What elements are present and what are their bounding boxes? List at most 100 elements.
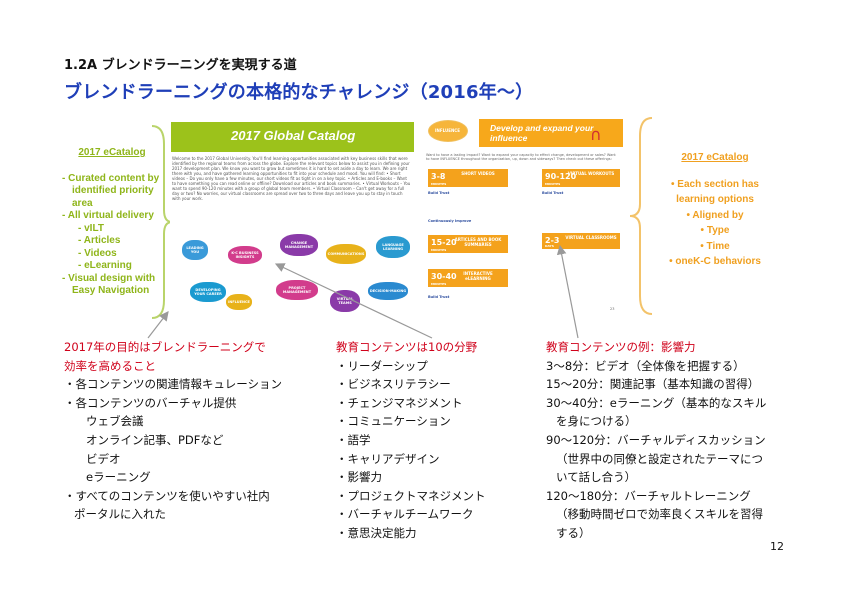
influence-note: Build Trust — [428, 295, 450, 299]
magnet-icon: ∩ — [590, 125, 602, 144]
left-callout-item: - All virtual delivery — [62, 210, 154, 221]
field-item: ・リーダーシップ — [336, 358, 428, 373]
page-title: ブレンドラーニングの本格的なチャレンジ（2016年〜） — [64, 82, 534, 103]
example-line: する） — [556, 525, 591, 540]
format-box: 3-8 SHORT VIDEOS MINUTES — [428, 169, 508, 187]
goal-line: ・すべてのコンテンツを使いやすい社内 — [64, 488, 270, 503]
example-line: 90〜120分：バーチャルディスカッション — [546, 432, 766, 447]
example-list: 3〜8分：ビデオ（全体像を把握する） 15〜20分：関連記事（基本知識の習得） 30… — [546, 357, 766, 543]
example-line: 30〜40分：eラーニング（基本的なスキル — [546, 395, 767, 410]
example-line: （世界中の同僚と設定されたテーマにつ — [556, 451, 763, 466]
influence-banner-title: Develop and expand your influence — [490, 123, 594, 143]
topic-cloud: PROJECT MANAGEMENT — [276, 280, 318, 300]
left-callout-item: - Articles — [78, 235, 121, 246]
field-item: ・バーチャルチームワーク — [336, 507, 474, 522]
format-box-duration: 15-20 — [431, 238, 457, 247]
example-line: 3〜8分：ビデオ（全体像を把握する） — [546, 358, 745, 373]
goal-line: ・各コンテンツのバーチャル提供 — [64, 395, 237, 410]
example-column: 教育コンテンツの例：影響力 3〜8分：ビデオ（全体像を把握する）15〜20分：関… — [546, 338, 766, 543]
left-callout-item: - Videos — [78, 247, 117, 259]
goal-line: オンライン記事、PDFなど — [86, 432, 224, 447]
goal-column: 2017年の目的はブレンドラーニングで 効率を高めること ・各コンテンツの関連情… — [64, 338, 282, 524]
example-line: を身につける） — [556, 414, 637, 429]
format-box-label: ARTICLES AND BOOK SUMMARIES — [454, 237, 502, 247]
topic-cloud: LANGUAGE LEARNING — [376, 236, 410, 258]
format-box: 2-3 VIRTUAL CLASSROOMS DAYS — [542, 233, 620, 249]
influence-note: Build Trust — [428, 191, 450, 195]
goal-line: ポータルに入れた — [74, 507, 166, 522]
right-callout-item: • Type — [700, 225, 730, 236]
topic-cloud: VIRTUAL TEAMS — [330, 290, 360, 312]
fields-list: ・リーダーシップ・ビジネスリテラシー・チェンジマネジメント・コミュニケーション・… — [336, 357, 486, 543]
field-item: ・チェンジマネジメント — [336, 395, 463, 410]
right-callout-heading: 2017 eCatalog — [681, 152, 749, 163]
goal-list: ・各コンテンツの関連情報キュレーション・各コンテンツのバーチャル提供ウェブ会議オ… — [64, 375, 282, 524]
topic-cloud: DEVELOPING YOUR CAREER — [190, 282, 226, 302]
slide-page-number: 23 — [610, 307, 615, 311]
format-box-label: INTERACTIVE eLEARNING — [463, 271, 493, 281]
format-box-duration: 3-8 — [431, 172, 446, 181]
format-box-label: VIRTUAL WORKOUTS — [567, 171, 615, 176]
influence-badge: INFLUENCE — [428, 120, 468, 142]
field-item: ・キャリアデザイン — [336, 451, 440, 466]
page-number: 12 — [770, 540, 784, 553]
example-line: いて話し合う） — [556, 470, 637, 485]
field-item: ・意思決定能力 — [336, 525, 417, 540]
format-box-unit: MINUTES — [431, 282, 447, 286]
right-callout-item: • oneK-C behaviors — [669, 256, 761, 267]
left-callout-item: - vILT — [78, 222, 104, 234]
goal-line: ビデオ — [86, 451, 121, 466]
right-callout-item: • Each section has learning options — [671, 178, 759, 206]
format-box-duration: 2-3 — [545, 236, 560, 245]
topic-cloud: COMMUNICATIONS — [326, 244, 366, 264]
catalog-slide-thumbnail: 2017 Global Catalog Welcome to the 2017 … — [170, 122, 414, 322]
left-callout-heading: 2017 eCatalog — [78, 147, 146, 158]
right-callout-list: • Each section has learning options • Ali… — [656, 177, 774, 270]
left-callout-item: - Curated content by identified priority… — [62, 172, 160, 209]
format-box-duration: 90-120 — [545, 172, 577, 181]
goal-line: ウェブ会議 — [86, 414, 144, 429]
topic-cloud: K-C BUSINESS INSIGHTS — [228, 246, 262, 264]
format-box-unit: MINUTES — [431, 182, 447, 186]
format-box-label: SHORT VIDEOS — [461, 171, 495, 176]
format-box-label: VIRTUAL CLASSROOMS — [565, 235, 617, 240]
topic-cloud: DECISION-MAKING — [368, 282, 408, 300]
left-callout: 2017 eCatalog - Curated content by ident… — [62, 147, 162, 298]
topic-cloud: CHANGE MANAGEMENT — [280, 234, 318, 256]
catalog-banner-title: 2017 Global Catalog — [231, 128, 356, 143]
influence-banner: Develop and expand your influence — [479, 119, 623, 147]
example-line: 120〜180分：バーチャルトレーニング — [546, 488, 751, 503]
right-callout-item: • Time — [700, 240, 730, 252]
example-line: 15〜20分：関連記事（基本知識の習得） — [546, 377, 760, 392]
catalog-banner: 2017 Global Catalog — [171, 122, 414, 152]
format-box: 30-40 INTERACTIVE eLEARNING MINUTES — [428, 269, 508, 287]
goal-line: ・各コンテンツの関連情報キュレーション — [64, 377, 283, 392]
left-callout-item: - Visual design with Easy Navigation — [62, 272, 156, 297]
field-item: ・プロジェクトマネジメント — [336, 488, 486, 503]
section-title: 1.2A ブレンドラーニングを実現する道 — [64, 58, 297, 73]
field-item: ・コミュニケーション — [336, 414, 451, 429]
right-brace — [629, 117, 653, 315]
catalog-body-text: Welcome to the 2017 Global University. Y… — [172, 156, 411, 201]
format-box-unit: DAYS — [545, 244, 554, 248]
influence-intro: Want to have a lasting impact? Want to e… — [426, 153, 616, 162]
influence-slide-thumbnail: INFLUENCE Develop and expand your influe… — [424, 117, 623, 320]
influence-note: Continuously Improve — [428, 219, 472, 223]
right-callout-item: • Aligned by — [686, 209, 744, 221]
fields-column: 教育コンテンツは10の分野 ・リーダーシップ・ビジネスリテラシー・チェンジマネジ… — [336, 338, 486, 543]
left-callout-item: - eLearning — [78, 260, 132, 271]
goal-heading-line2: 効率を高めること — [64, 358, 156, 373]
format-box-unit: MINUTES — [431, 248, 447, 252]
topic-cloud: LEADING YOU — [182, 240, 208, 260]
field-item: ・影響力 — [336, 470, 382, 485]
goal-heading-line1: 2017年の目的はブレンドラーニングで — [64, 340, 266, 354]
field-item: ・ビジネスリテラシー — [336, 377, 451, 392]
right-callout: 2017 eCatalog • Each section has learnin… — [656, 150, 774, 270]
influence-note: Build Trust — [542, 191, 564, 195]
format-box-duration: 30-40 — [431, 272, 457, 281]
example-line: （移動時間ゼロで効率良くスキルを習得 — [556, 507, 763, 522]
influence-badge-label: INFLUENCE — [435, 128, 460, 133]
left-callout-list: - Curated content by identified priority… — [62, 173, 162, 298]
